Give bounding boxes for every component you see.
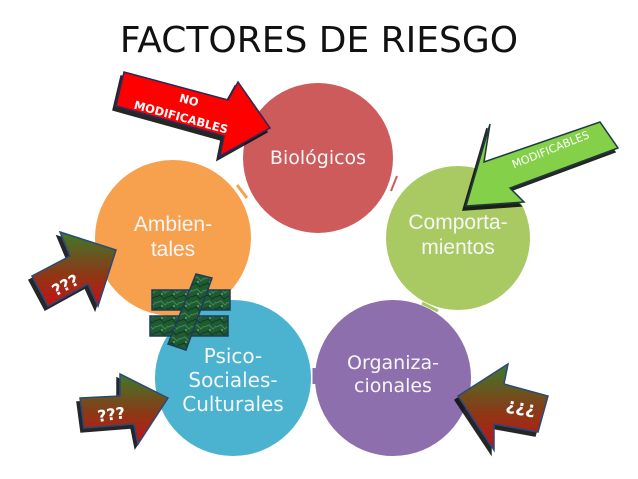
ambientales-line1: Ambien- bbox=[133, 212, 213, 236]
label-comportamientos: Comporta- mientos bbox=[386, 200, 530, 270]
diagram-title: FACTORES DE RIESGO bbox=[119, 20, 519, 61]
organizacionales-line2: cionales bbox=[354, 375, 432, 397]
comportamientos-line2: mientos bbox=[421, 236, 495, 259]
comportamientos-line1: Comporta- bbox=[408, 210, 508, 234]
organizacionales-line1: Organiza- bbox=[347, 352, 439, 375]
label-ambientales: Ambien- tales bbox=[100, 204, 246, 270]
modificables-arrow bbox=[464, 121, 620, 207]
no-label: NO bbox=[178, 91, 201, 110]
circle-ambientales bbox=[95, 160, 251, 316]
psicosociales-question-label: ??? bbox=[96, 403, 126, 426]
connector-biologicos-comportamientos bbox=[390, 175, 398, 192]
circle-psicosociales bbox=[155, 300, 311, 456]
ambientales-line2: tales bbox=[150, 238, 196, 261]
connector-marks bbox=[235, 175, 439, 384]
no-modificables-arrow bbox=[115, 71, 272, 158]
not-equal-icon bbox=[149, 273, 231, 351]
circle-organizacionales bbox=[315, 300, 471, 456]
label-psicosociales: Psico- Sociales- Culturales bbox=[155, 338, 311, 422]
psicosociales-line1: Psico- bbox=[203, 344, 263, 368]
connector-comportamientos-organizacionales bbox=[421, 301, 439, 313]
ambientales-question-arrow bbox=[30, 230, 117, 309]
biologicos-text: Biológicos bbox=[269, 146, 367, 169]
label-biologicos: Biológicos bbox=[243, 140, 393, 176]
psicosociales-line3: Culturales bbox=[182, 392, 284, 416]
circle-biologicos bbox=[243, 83, 393, 233]
psicosociales-line2: Sociales- bbox=[188, 368, 278, 392]
connector-ambientales-biologicos bbox=[235, 184, 249, 199]
psicosociales-question-arrow bbox=[79, 372, 170, 446]
label-organizacionales: Organiza- cionales bbox=[315, 340, 471, 410]
organizacionales-question-arrow bbox=[456, 362, 549, 453]
